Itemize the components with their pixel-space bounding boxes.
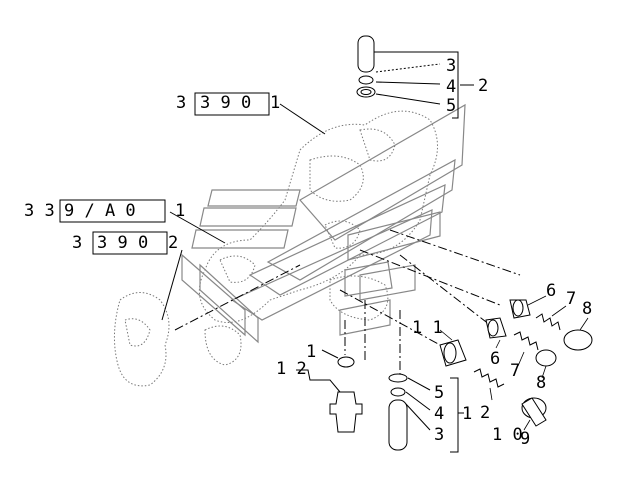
right-label-8-middle: 8 xyxy=(536,373,546,393)
top-callout-5: 5 xyxy=(446,96,456,116)
upper-cap-part xyxy=(563,329,593,351)
ref-top-code: 3 9 0 xyxy=(200,93,251,113)
ref-middle-prefix: 3 3 xyxy=(24,201,55,221)
ref-label-middle: 3 3 9 / A 0 1 xyxy=(24,199,226,244)
right-label-7-upper: 7 xyxy=(566,289,576,309)
ref-label-top: 3 3 9 0 1 xyxy=(176,92,326,135)
bottom-callout-5: 5 xyxy=(434,383,444,403)
right-label-10: 1 0 xyxy=(492,425,523,445)
upper-spring-part xyxy=(535,313,561,331)
decal-plates xyxy=(191,189,301,249)
middle-spring-part xyxy=(513,331,539,351)
washer-part xyxy=(358,75,374,85)
top-callout-4: 4 xyxy=(446,77,456,97)
right-label-6-upper: 6 xyxy=(546,281,556,301)
ref-lower-prefix: 3 xyxy=(72,233,82,253)
engine-block-outline xyxy=(113,110,438,387)
middle-cap-part xyxy=(535,349,557,367)
lower-center-leaders xyxy=(296,349,464,453)
bottom-callout-3: 3 xyxy=(434,425,444,445)
ref-top-box xyxy=(194,92,270,116)
ref-top-prefix: 3 xyxy=(176,93,186,113)
lower-pin-part xyxy=(388,399,408,451)
ref-middle-suffix: 1 xyxy=(175,201,185,221)
top-callout-group-2: 2 xyxy=(478,76,488,96)
ref-top-leader xyxy=(279,103,326,135)
ref-lower-suffix: 2 xyxy=(168,233,178,253)
pin-part xyxy=(357,35,375,73)
small-ring-part xyxy=(337,356,355,368)
lower-spring-part xyxy=(473,368,505,388)
right-label-2: 2 xyxy=(480,403,490,423)
right-label-7-middle: 7 xyxy=(510,361,520,381)
right-leaders xyxy=(439,295,589,431)
right-label-9: 9 xyxy=(520,429,530,449)
ref-lower-box xyxy=(92,231,168,255)
right-label-11: 1 1 xyxy=(412,318,443,338)
top-callouts xyxy=(374,51,474,119)
ref-lower-leader xyxy=(161,249,183,321)
lower-center-parts xyxy=(329,356,408,451)
ref-middle-box xyxy=(59,199,166,223)
ref-label-lower: 3 3 9 0 2 xyxy=(72,231,183,321)
bottom-callout-group-1: 1 xyxy=(462,404,472,424)
fitting-part xyxy=(329,391,363,433)
ref-lower-code: 3 9 0 xyxy=(97,233,148,253)
top-pin-assembly xyxy=(356,35,376,98)
leader-lines xyxy=(174,229,521,375)
right-parts xyxy=(439,299,593,427)
bottom-callout-4: 4 xyxy=(434,404,444,424)
ref-middle-leader xyxy=(169,211,226,244)
lower-label-12: 1 2 xyxy=(276,359,307,379)
ref-top-suffix: 1 xyxy=(270,93,280,113)
lower-label-1: 1 xyxy=(306,342,316,362)
top-callout-3: 3 xyxy=(446,56,456,76)
lower-ring-part xyxy=(388,373,408,383)
ref-middle-code: 9 / A 0 xyxy=(64,201,136,221)
right-label-6-middle: 6 xyxy=(490,349,500,369)
lower-washer-part xyxy=(390,387,406,397)
right-label-8-upper: 8 xyxy=(582,299,592,319)
decal-stripes xyxy=(181,103,466,344)
